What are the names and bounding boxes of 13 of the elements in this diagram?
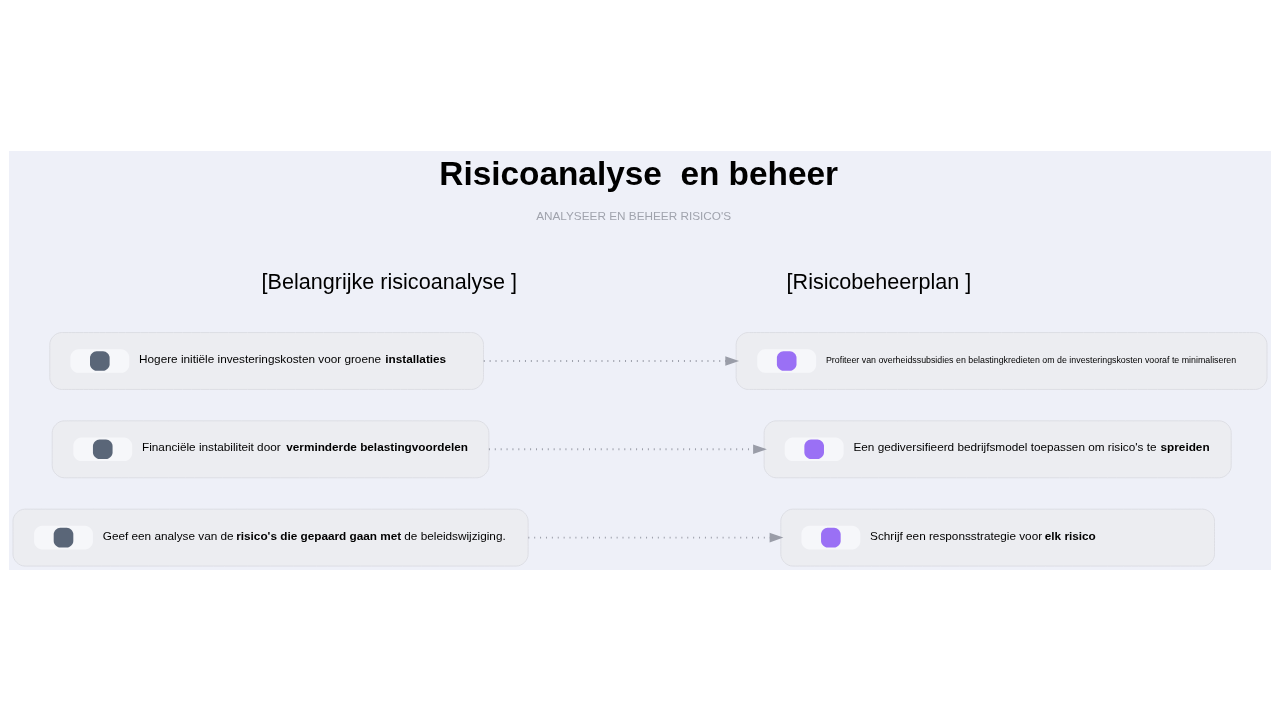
node-box: Hogere initiële investeringskosten voor groene installaties (49, 331, 484, 390)
arrow (487, 444, 767, 454)
label: [Risicobeheerplan ] (786, 268, 972, 294)
node-box: Financiële instabiliteit door verminderde belastingvoordelen (51, 419, 490, 478)
label: ANALYSEER EN BEHEER RISICO'S (536, 208, 732, 222)
node-box: Geef een analyse van de risico's die gepaard gaan met de beleidswijziging. (12, 508, 529, 567)
label: [Belangrijke risicoanalyse ] (261, 268, 518, 294)
diagram-title: Risicoanalyse en beheer (439, 154, 838, 192)
arrow (527, 532, 784, 542)
node-box: Profiteer van overheidssubsidies en belastingkredieten om de investeringskosten vooraf te minimaliseren (735, 331, 1268, 390)
arrow (482, 355, 740, 366)
node-box: Schrijf een responsstrategie voor elk risico (780, 508, 1215, 567)
node-box: Een gediversifieerd bedrijfsmodel toepassen om risico's te spreiden (763, 419, 1232, 478)
